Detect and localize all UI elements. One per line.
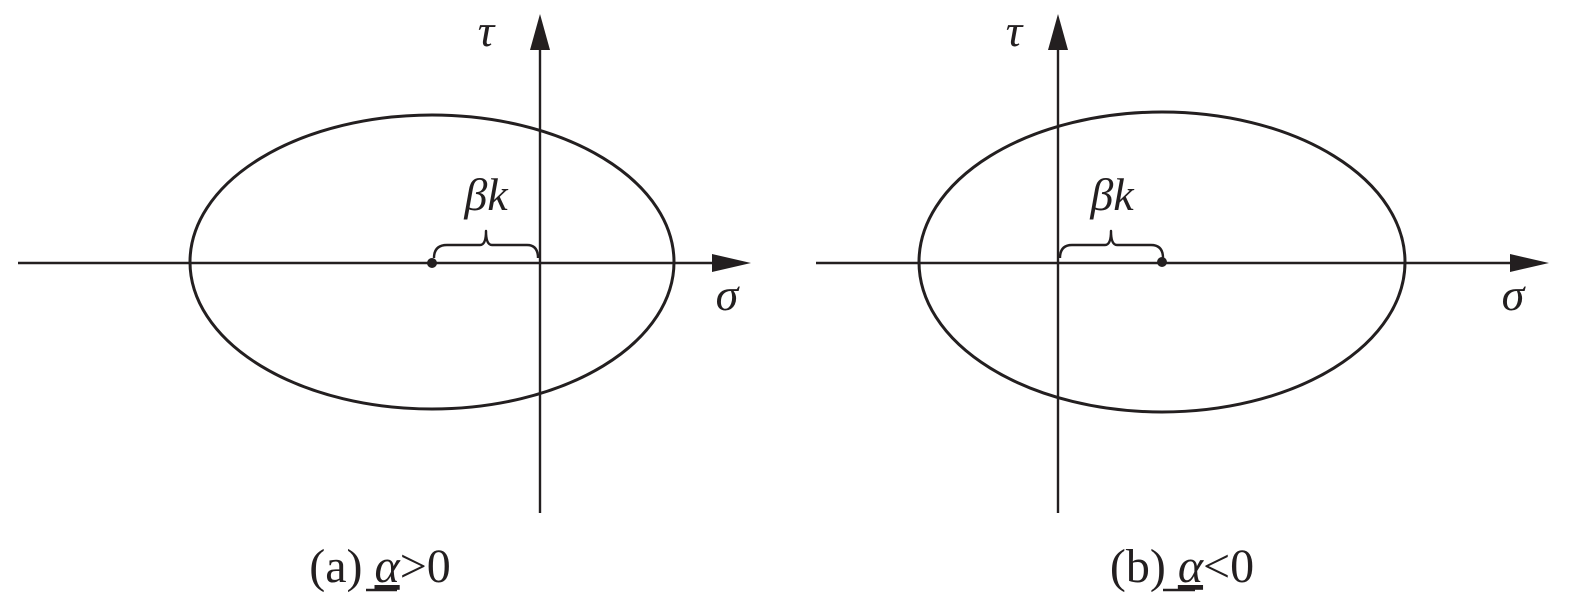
caption-b-symbol: α xyxy=(1178,540,1204,593)
ellipse-b xyxy=(917,110,1407,414)
offset-label-a: βk xyxy=(463,169,509,220)
panel-b: βk τ σ (b) α<0 xyxy=(816,5,1549,593)
caption-a: (a) α>0 xyxy=(309,540,451,593)
tau-label-a: τ xyxy=(478,5,496,56)
panel-a: βk τ σ (a) α>0 xyxy=(18,5,751,593)
sigma-axis-arrow-b xyxy=(1510,254,1549,272)
sigma-label-a: σ xyxy=(716,269,741,320)
caption-b-value: 0 xyxy=(1230,540,1254,593)
center-point-a xyxy=(427,258,437,268)
offset-label-b: βk xyxy=(1089,169,1135,220)
caption-b-relation: < xyxy=(1203,540,1230,593)
caption-a-symbol: α xyxy=(375,540,401,593)
center-point-b xyxy=(1157,257,1167,267)
caption-b: (b) α<0 xyxy=(1110,540,1254,593)
offset-brace-a xyxy=(432,229,540,259)
sigma-axis-arrow-a xyxy=(712,254,751,272)
sigma-label-b: σ xyxy=(1502,269,1527,320)
caption-a-value: 0 xyxy=(427,540,451,593)
caption-a-relation: > xyxy=(400,540,427,593)
tau-axis-arrow-a xyxy=(530,14,550,50)
ellipse-a xyxy=(188,113,676,411)
offset-brace-b xyxy=(1058,229,1165,259)
caption-a-prefix: (a) xyxy=(309,540,374,593)
tau-label-b: τ xyxy=(1006,5,1024,56)
tau-axis-arrow-b xyxy=(1048,14,1068,50)
caption-b-prefix: (b) xyxy=(1110,540,1178,593)
